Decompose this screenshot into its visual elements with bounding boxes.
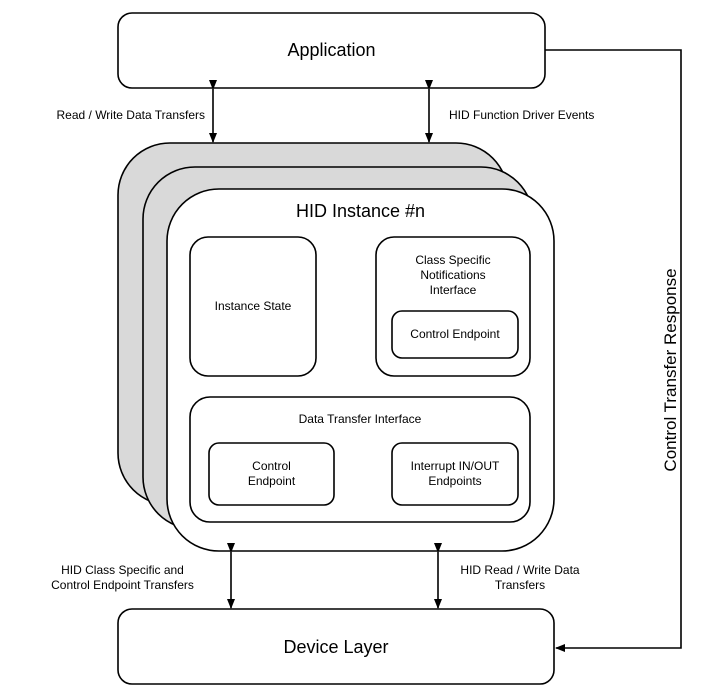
hid-rw-edge-label: HID Read / Write Data Transfers [455,563,585,593]
hid-instance-title: HID Instance #n [295,201,426,221]
hid-class-edge-label: HID Class Specific and Control Endpoint … [30,563,215,593]
control-response-edge-label: Control Transfer Response [661,268,680,472]
hid-events-edge-label: HID Function Driver Events [449,108,595,122]
instance-state-box [189,236,317,377]
class-specific-control-endpoint-box [391,310,519,359]
interrupt-endpoints-box [391,442,519,506]
application-label: Application [287,40,376,60]
class-specific-line-3: Interface [429,283,477,297]
control-endpoint-line-2: Endpoint [247,474,296,488]
interrupt-line-2: Endpoints [428,474,482,488]
device-layer-label: Device Layer [283,637,389,657]
hid-rw-line-1: HID Read / Write Data [460,563,580,577]
class-specific-label: Class Specific Notifications Interface [376,253,530,298]
class-specific-control-endpoint-label: Control Endpoint [410,327,500,341]
read-write-edge-label: Read / Write Data Transfers [56,108,206,122]
hid-rw-line-2: Transfers [494,578,546,592]
data-transfer-label: Data Transfer Interface [298,412,422,426]
device-layer-box [117,608,555,685]
hid-class-line-2: Control Endpoint Transfers [51,578,194,592]
interrupt-endpoints-label: Interrupt IN/OUT Endpoints [392,459,518,489]
control-response-connector [545,49,682,652]
data-transfer-control-endpoint-box [208,442,335,506]
instance-state-label: Instance State [214,299,292,313]
hid-class-line-1: HID Class Specific and [61,563,184,577]
interrupt-line-1: Interrupt IN/OUT [410,459,500,473]
class-specific-line-2: Notifications [420,268,486,282]
class-specific-line-1: Class Specific [415,253,491,267]
control-endpoint-line-1: Control [252,459,291,473]
data-transfer-control-endpoint-label: Control Endpoint [209,459,334,489]
